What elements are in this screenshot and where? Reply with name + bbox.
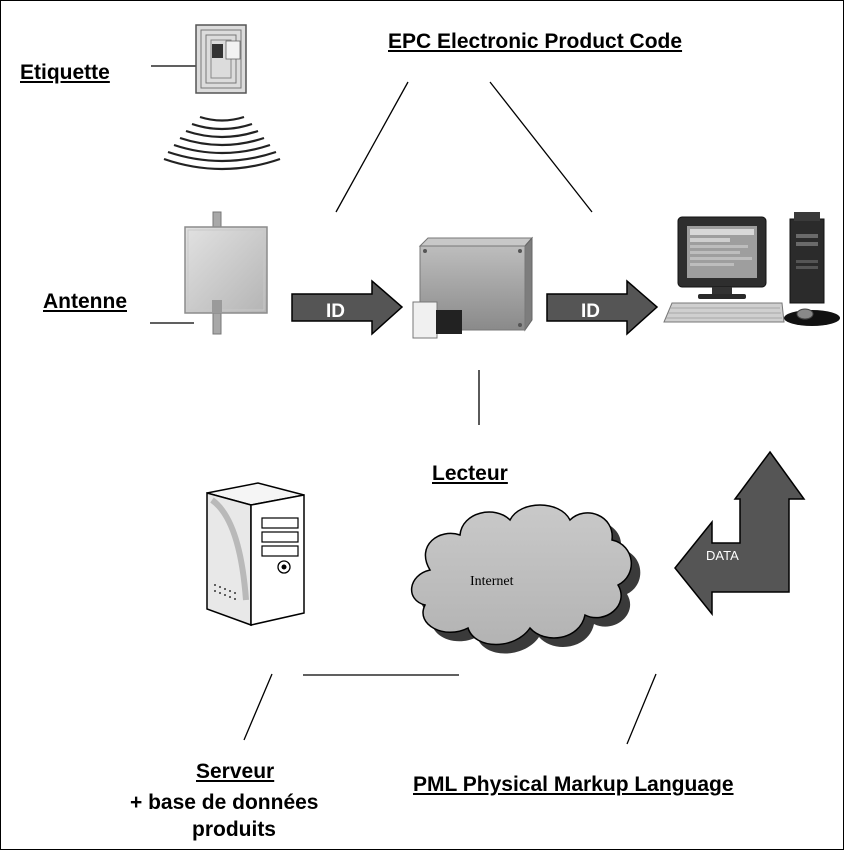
label-serveur: Serveur: [196, 760, 275, 783]
server-tower-icon: [206, 482, 305, 627]
data-arrow: [674, 450, 806, 617]
label-etiquette: Etiquette: [20, 61, 110, 84]
connector-lines: [150, 65, 657, 745]
reader-box-icon: [412, 236, 534, 339]
radio-waves-icon: [163, 115, 281, 171]
rfid-tag-icon: [195, 24, 247, 94]
pml-leader-line: [626, 673, 657, 745]
internet-cloud-icon: [410, 504, 641, 654]
epc-right-line: [489, 81, 593, 213]
label-serveur-line2: + base de données: [130, 791, 319, 814]
epc-left-line: [335, 81, 409, 213]
serveur-leader-line: [243, 673, 273, 741]
id-arrow-left-label: ID: [326, 301, 345, 322]
cloud-label: Internet: [470, 574, 514, 589]
label-pml: PML Physical Markup Language: [413, 773, 734, 796]
label-serveur-line3: produits: [192, 818, 276, 841]
id-arrow-right: [546, 279, 659, 336]
label-lecteur: Lecteur: [432, 462, 508, 485]
desktop-computer-icon: [663, 212, 840, 326]
id-arrow-left: [291, 279, 404, 336]
label-epc: EPC Electronic Product Code: [388, 30, 683, 53]
data-arrow-label: DATA: [706, 548, 739, 563]
antenna-panel-icon: [184, 211, 268, 335]
label-antenne: Antenne: [43, 290, 127, 313]
id-arrow-right-label: ID: [581, 301, 600, 322]
